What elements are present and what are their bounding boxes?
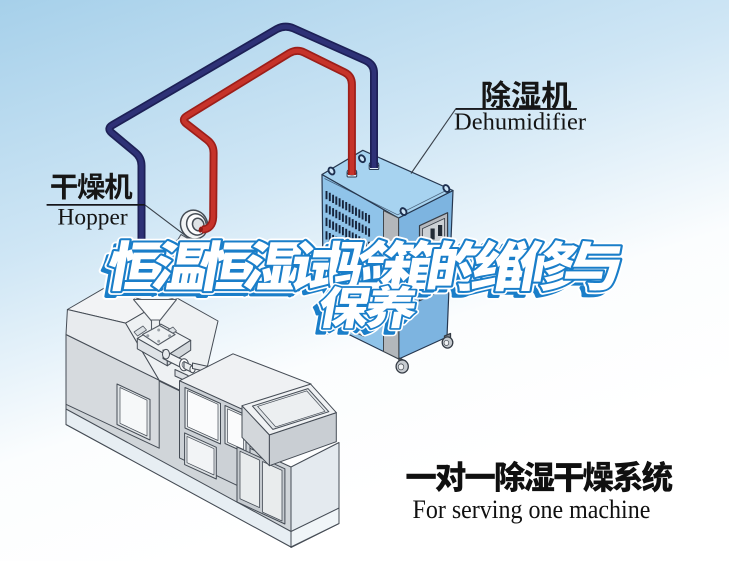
svg-text:For serving one machine: For serving one machine — [413, 496, 651, 524]
svg-text:Dehumidifier: Dehumidifier — [454, 109, 586, 136]
svg-text:Hopper: Hopper — [58, 205, 128, 231]
